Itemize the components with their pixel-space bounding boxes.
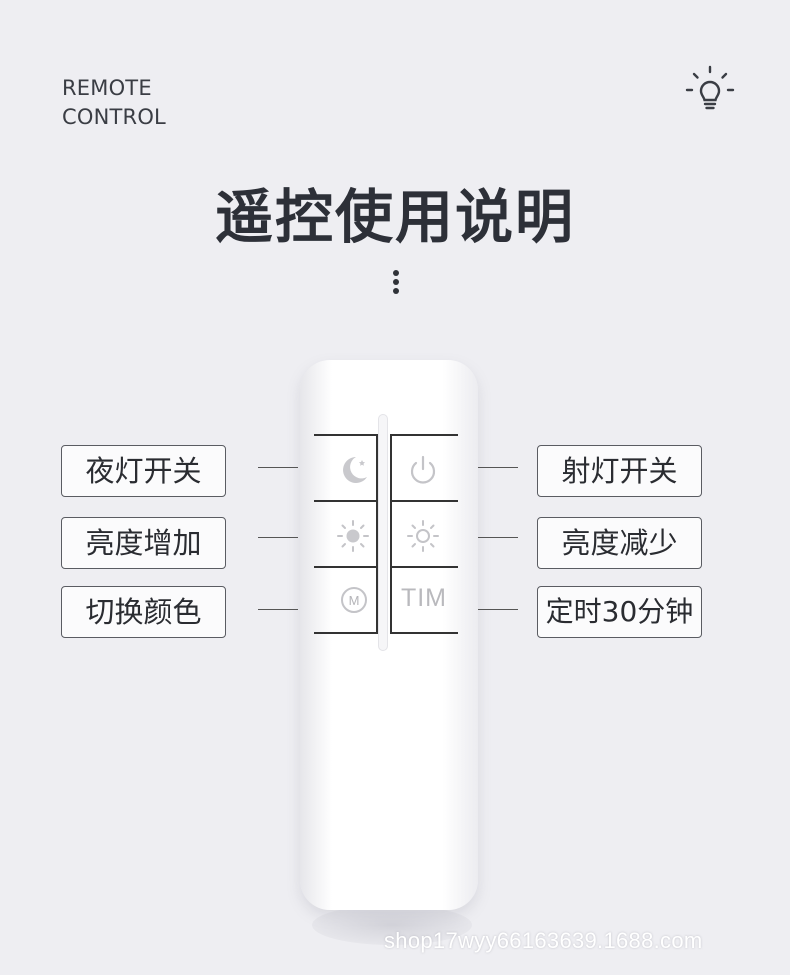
connector-line: [258, 537, 298, 538]
label-night-light-toggle: 夜灯开关: [61, 445, 226, 497]
brand-line-1: REMOTE: [62, 76, 152, 100]
remote-grid-line: [376, 434, 378, 634]
page-title: 遥控使用说明: [214, 183, 575, 251]
connector-line: [478, 609, 518, 610]
remote-grid-line: [314, 500, 378, 502]
watermark: shop17wyy66163639.1688.com: [384, 928, 703, 953]
more-dots-icon: [393, 270, 399, 297]
remote-shadow: [312, 905, 472, 945]
remote-grid-line: [314, 434, 378, 436]
remote-center-divider: [378, 414, 388, 651]
remote-grid-line: [314, 566, 378, 568]
remote-body: [300, 360, 478, 910]
connector-line: [478, 537, 518, 538]
label-brightness-down: 亮度减少: [537, 517, 702, 569]
remote-grid-line: [390, 434, 392, 634]
moon-star-icon[interactable]: [336, 453, 370, 487]
label-brightness-up: 亮度增加: [61, 517, 226, 569]
remote-grid-line: [390, 566, 458, 568]
remote-grid-line: [390, 500, 458, 502]
sun-outline-icon[interactable]: [406, 519, 440, 553]
label-spotlight-toggle: 射灯开关: [537, 445, 702, 497]
connector-line: [258, 609, 298, 610]
remote-grid-line: [390, 434, 458, 436]
sun-filled-icon[interactable]: [336, 519, 370, 553]
remote-grid-line: [390, 632, 458, 634]
brand-line-2: CONTROL: [62, 105, 166, 129]
power-icon[interactable]: [406, 453, 440, 487]
label-timer-30min: 定时30分钟: [537, 586, 702, 638]
brand-label: REMOTE CONTROL: [62, 74, 166, 132]
connector-line: [478, 467, 518, 468]
remote-grid-line: [314, 632, 378, 634]
lightbulb-icon: [685, 65, 735, 110]
timer-button[interactable]: TIM: [400, 584, 448, 612]
connector-line: [258, 467, 298, 468]
mode-m-icon[interactable]: M: [338, 584, 370, 616]
label-switch-color: 切换颜色: [61, 586, 226, 638]
mode-m-letter: M: [349, 593, 360, 608]
